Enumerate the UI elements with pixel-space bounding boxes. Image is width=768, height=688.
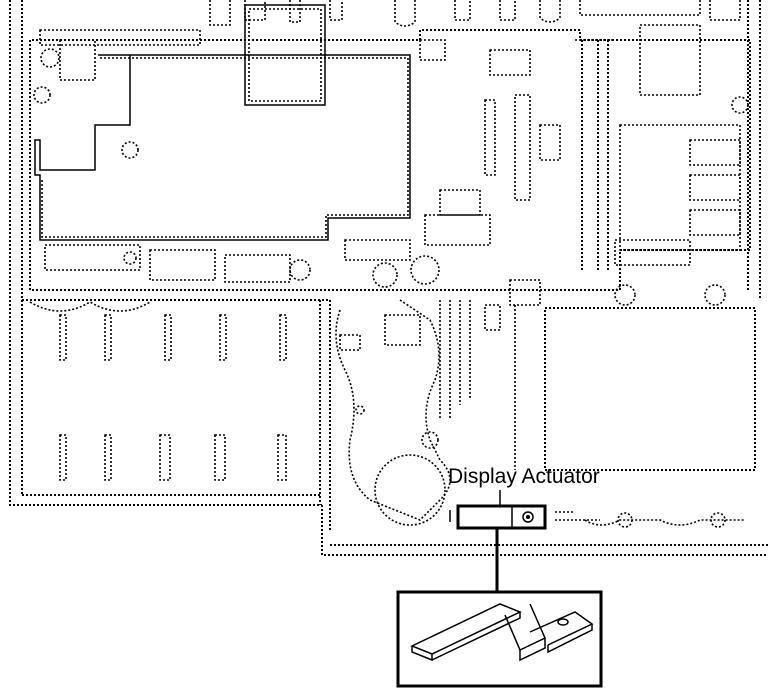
logic-board xyxy=(29,4,751,306)
lower-left-slots xyxy=(22,299,330,481)
drive-bay xyxy=(319,299,756,530)
callout-leader xyxy=(495,490,501,592)
detail-inset xyxy=(396,590,603,688)
case-outline xyxy=(9,0,768,556)
top-connectors xyxy=(209,0,741,27)
display-actuator xyxy=(449,504,547,530)
display-actuator-label: Display Actuator xyxy=(448,465,600,488)
